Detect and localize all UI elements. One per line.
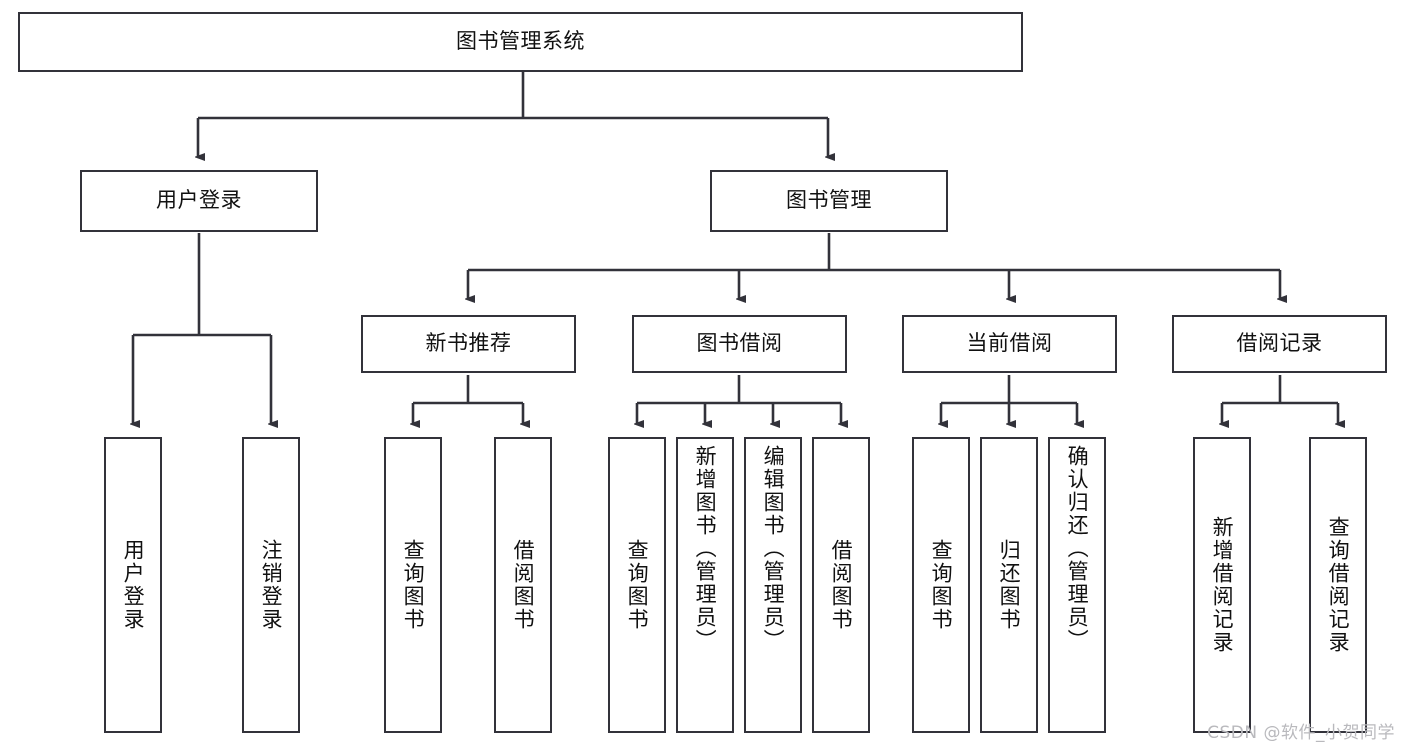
node-leaf-borrow-book-2[interactable]: 借阅图书 [812,437,870,733]
node-leaf-borrow-book-1[interactable]: 借阅图书 [494,437,552,733]
node-leaf-user-login-label: 用户登录 [121,539,146,631]
node-leaf-borrow-book-2-label: 借阅图书 [829,539,854,631]
node-leaf-add-book[interactable]: 新增图书（管理员） [676,437,734,733]
node-leaf-logout-login-label: 注销登录 [259,539,284,631]
node-leaf-query-book-2[interactable]: 查询图书 [608,437,666,733]
node-borrow-record[interactable]: 借阅记录 [1172,315,1387,373]
node-leaf-query-borrow-record-label: 查询借阅记录 [1326,516,1351,654]
node-leaf-query-book-2-label: 查询图书 [625,539,650,631]
node-book-management-label: 图书管理 [786,188,872,213]
node-leaf-query-book-3-label: 查询图书 [929,539,954,631]
node-leaf-edit-book-label: 编辑图书（管理员） [761,445,786,652]
node-leaf-query-book-1-label: 查询图书 [401,539,426,631]
node-leaf-query-book-3[interactable]: 查询图书 [912,437,970,733]
node-book-borrow[interactable]: 图书借阅 [632,315,847,373]
node-leaf-borrow-book-1-label: 借阅图书 [511,539,536,631]
node-root[interactable]: 图书管理系统 [18,12,1023,72]
node-leaf-query-book-1[interactable]: 查询图书 [384,437,442,733]
node-root-label: 图书管理系统 [456,29,585,54]
node-leaf-add-borrow-record[interactable]: 新增借阅记录 [1193,437,1251,733]
node-leaf-add-book-label: 新增图书（管理员） [693,445,718,652]
node-borrow-record-label: 借阅记录 [1236,331,1323,356]
node-user-login-label: 用户登录 [156,188,242,213]
node-new-book-recommend[interactable]: 新书推荐 [361,315,576,373]
node-book-borrow-label: 图书借阅 [696,331,783,356]
node-leaf-logout-login[interactable]: 注销登录 [242,437,300,733]
node-leaf-add-borrow-record-label: 新增借阅记录 [1210,516,1235,654]
node-leaf-confirm-return-label: 确认归还（管理员） [1065,445,1090,652]
node-user-login[interactable]: 用户登录 [80,170,318,232]
watermark-text: CSDN @软件_小贺同学 [1207,723,1395,743]
node-leaf-confirm-return[interactable]: 确认归还（管理员） [1048,437,1106,733]
node-leaf-edit-book[interactable]: 编辑图书（管理员） [744,437,802,733]
node-current-borrow-label: 当前借阅 [966,331,1053,356]
node-new-book-recommend-label: 新书推荐 [425,331,512,356]
node-leaf-query-borrow-record[interactable]: 查询借阅记录 [1309,437,1367,733]
node-current-borrow[interactable]: 当前借阅 [902,315,1117,373]
node-leaf-return-book-label: 归还图书 [997,539,1022,631]
node-leaf-user-login[interactable]: 用户登录 [104,437,162,733]
node-book-management[interactable]: 图书管理 [710,170,948,232]
node-leaf-return-book[interactable]: 归还图书 [980,437,1038,733]
